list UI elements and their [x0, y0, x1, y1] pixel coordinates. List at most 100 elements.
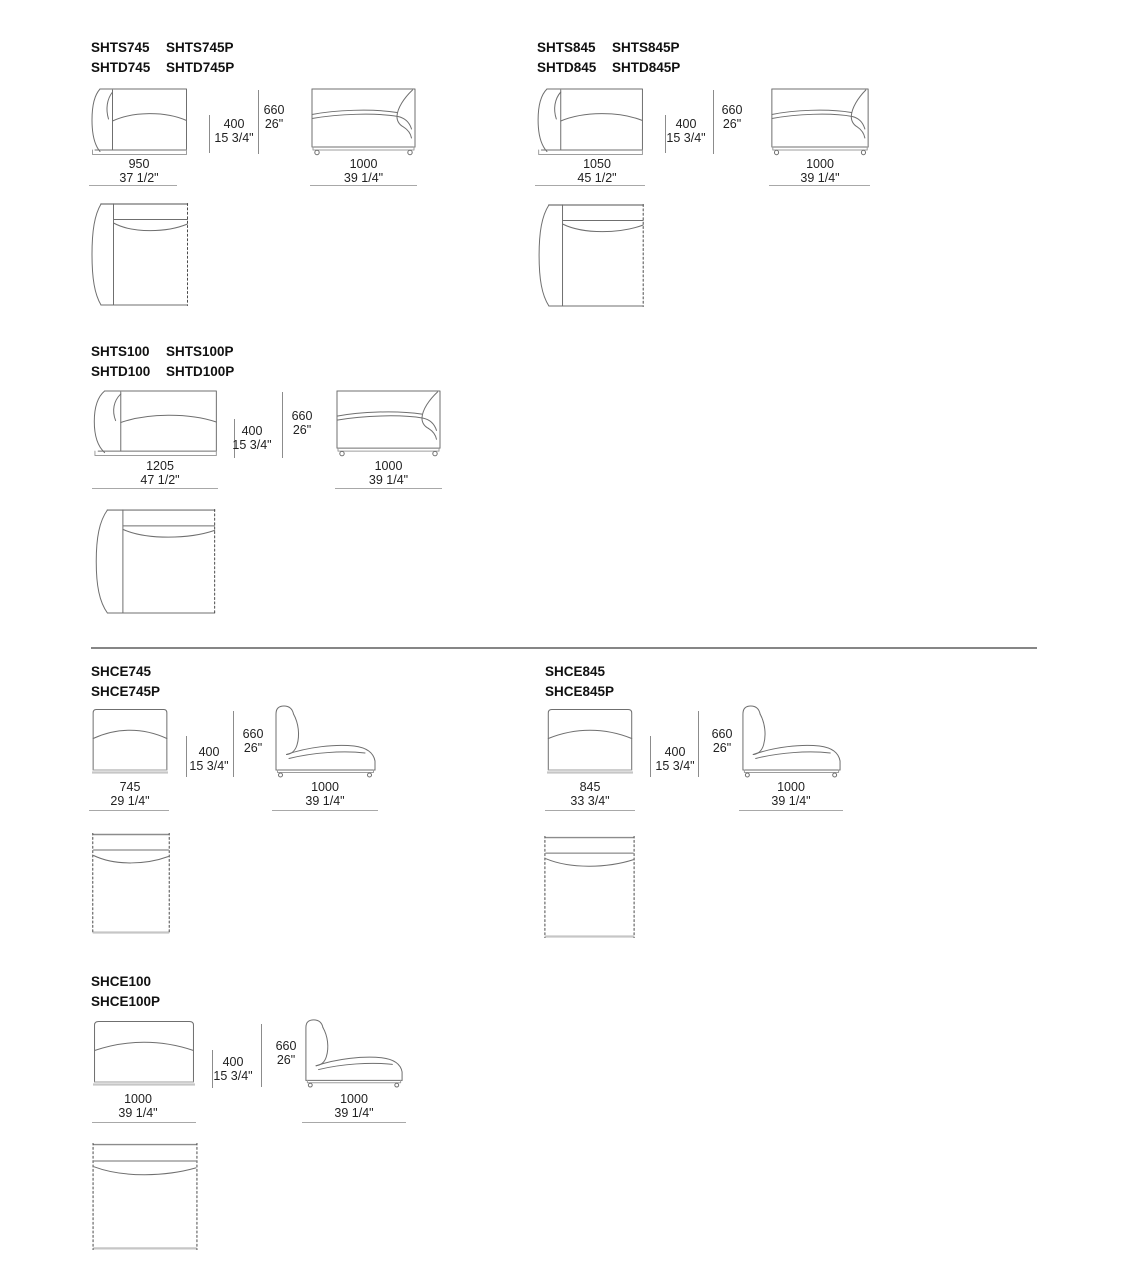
product-code: SHTS100P	[166, 344, 234, 359]
product-code: SHTD845	[537, 60, 597, 75]
dimension-extension-line	[261, 1024, 262, 1087]
dimension-inches: 15 3/4"	[232, 437, 272, 452]
dimension-underline	[310, 185, 417, 186]
top-plan-drawing	[538, 204, 644, 307]
side-depth-dimension: 1000 39 1/4"	[770, 157, 870, 185]
dimension-underline	[739, 810, 843, 811]
product-code: SHTD845P	[612, 60, 681, 75]
side-depth-dimension: 1000 39 1/4"	[272, 780, 378, 808]
dimension-mm: 400	[241, 424, 263, 438]
dimension-extension-line	[186, 736, 187, 777]
product-code: SHTD100P	[166, 364, 235, 379]
product-code-block: SHCE745 SHCE745P	[91, 662, 160, 702]
module-card-shce745: SHCE745 SHCE745P 745 29 1/4" 400 15 3/4"…	[89, 662, 431, 947]
product-code: SHTS100	[91, 344, 150, 359]
dimension-mm: 1000	[777, 780, 805, 794]
dimension-underline	[92, 488, 218, 489]
module-card-shts745: SHTS745 SHTS745P SHTD745 SHTD745P 950 37…	[89, 38, 451, 323]
overall-height-dimension: 660 26"	[263, 1039, 309, 1067]
dimension-mm: 845	[579, 780, 601, 794]
side-depth-dimension: 1000 39 1/4"	[310, 157, 417, 185]
dimension-extension-line	[650, 736, 651, 777]
seat-height-dimension: 400 15 3/4"	[644, 745, 706, 773]
dimension-inches: 33 3/4"	[570, 793, 610, 808]
seat-height-dimension: 400 15 3/4"	[221, 424, 283, 452]
dimension-inches: 26"	[722, 116, 742, 131]
dimension-mm: 1000	[349, 157, 378, 171]
dimension-mm: 1000	[806, 157, 834, 171]
dimension-inches: 29 1/4"	[110, 793, 150, 808]
product-code: SHTS845	[537, 40, 596, 55]
dimension-mm: 660	[242, 727, 264, 741]
product-code: SHCE100P	[91, 994, 161, 1009]
product-code-block: SHTS100 SHTS100P SHTD100 SHTD100P	[91, 342, 234, 382]
dimension-extension-line	[698, 711, 699, 777]
side-elevation-drawing	[771, 88, 869, 156]
dimension-mm: 1000	[374, 459, 403, 473]
top-plan-drawing	[544, 836, 635, 938]
dimension-mm: 1050	[583, 157, 611, 171]
section-divider-line	[91, 647, 1037, 649]
side-depth-dimension: 1000 39 1/4"	[739, 780, 843, 808]
product-code-block: SHTS745 SHTS745P SHTD745 SHTD745P	[91, 38, 234, 78]
dimension-extension-line	[233, 711, 234, 777]
dimension-underline	[335, 488, 442, 489]
dimension-inches: 39 1/4"	[771, 793, 811, 808]
product-code-block: SHTS845 SHTS845P SHTD845 SHTD845P	[537, 38, 680, 78]
dimension-mm: 660	[711, 727, 733, 741]
dimension-inches: 39 1/4"	[800, 170, 840, 185]
dimension-underline	[89, 185, 177, 186]
dimension-inches: 26"	[712, 740, 732, 755]
front-elevation-drawing	[93, 1020, 195, 1086]
module-card-shce100: SHCE100 SHCE100P 1000 39 1/4" 400 15 3/4…	[91, 972, 431, 1272]
dimension-extension-line	[234, 419, 235, 458]
dimension-extension-line	[209, 115, 210, 153]
dimension-mm: 1205	[146, 459, 174, 473]
dimension-extension-line	[212, 1050, 213, 1088]
dimension-mm: 660	[263, 103, 285, 117]
dimension-inches: 39 1/4"	[118, 1105, 158, 1120]
front-width-dimension: 745 29 1/4"	[72, 780, 188, 808]
overall-height-dimension: 660 26"	[279, 409, 325, 437]
front-width-dimension: 845 33 3/4"	[532, 780, 648, 808]
top-plan-drawing	[95, 509, 216, 614]
dimension-inches: 45 1/2"	[577, 170, 617, 185]
dimension-mm: 660	[291, 409, 313, 423]
side-elevation-drawing	[305, 1019, 403, 1088]
module-card-shce845: SHCE845 SHCE845P 845 33 3/4" 400 15 3/4"…	[544, 662, 885, 947]
product-code-block: SHCE845 SHCE845P	[545, 662, 614, 702]
seat-height-dimension: 400 15 3/4"	[203, 117, 265, 145]
dimension-mm: 745	[119, 780, 141, 794]
dimension-mm: 1000	[124, 1092, 152, 1106]
dimension-inches: 37 1/2"	[119, 170, 159, 185]
dimension-inches: 15 3/4"	[189, 758, 229, 773]
product-code: SHTD745	[91, 60, 151, 75]
side-depth-dimension: 1000 39 1/4"	[335, 459, 442, 487]
product-code: SHCE100	[91, 974, 152, 989]
dimension-mm: 1000	[311, 780, 339, 794]
dimension-inches: 15 3/4"	[213, 1068, 253, 1083]
overall-height-dimension: 660 26"	[709, 103, 755, 131]
front-width-dimension: 950 37 1/2"	[81, 157, 197, 185]
front-elevation-drawing	[93, 390, 217, 457]
product-code: SHCE745	[91, 664, 152, 679]
seat-height-dimension: 400 15 3/4"	[178, 745, 240, 773]
front-width-dimension: 1050 45 1/2"	[539, 157, 655, 185]
dimension-mm: 950	[128, 157, 150, 171]
overall-height-dimension: 660 26"	[251, 103, 297, 131]
dimension-inches: 39 1/4"	[305, 793, 345, 808]
front-elevation-drawing	[537, 88, 643, 156]
product-code: SHTS745P	[166, 40, 234, 55]
overall-height-dimension: 660 26"	[230, 727, 276, 755]
dimension-inches: 39 1/4"	[368, 472, 409, 487]
dimension-underline	[302, 1122, 406, 1123]
dimension-underline	[535, 185, 645, 186]
dimension-extension-line	[282, 392, 283, 458]
dimension-inches: 15 3/4"	[666, 130, 706, 145]
dimension-mm: 660	[275, 1039, 297, 1053]
front-elevation-drawing	[91, 88, 187, 155]
front-width-dimension: 1205 47 1/2"	[102, 459, 218, 487]
product-code: SHTS845P	[612, 40, 680, 55]
product-code: SHTD745P	[166, 60, 235, 75]
module-card-shts100: SHTS100 SHTS100P SHTD100 SHTD100P 1205 4…	[91, 342, 461, 627]
